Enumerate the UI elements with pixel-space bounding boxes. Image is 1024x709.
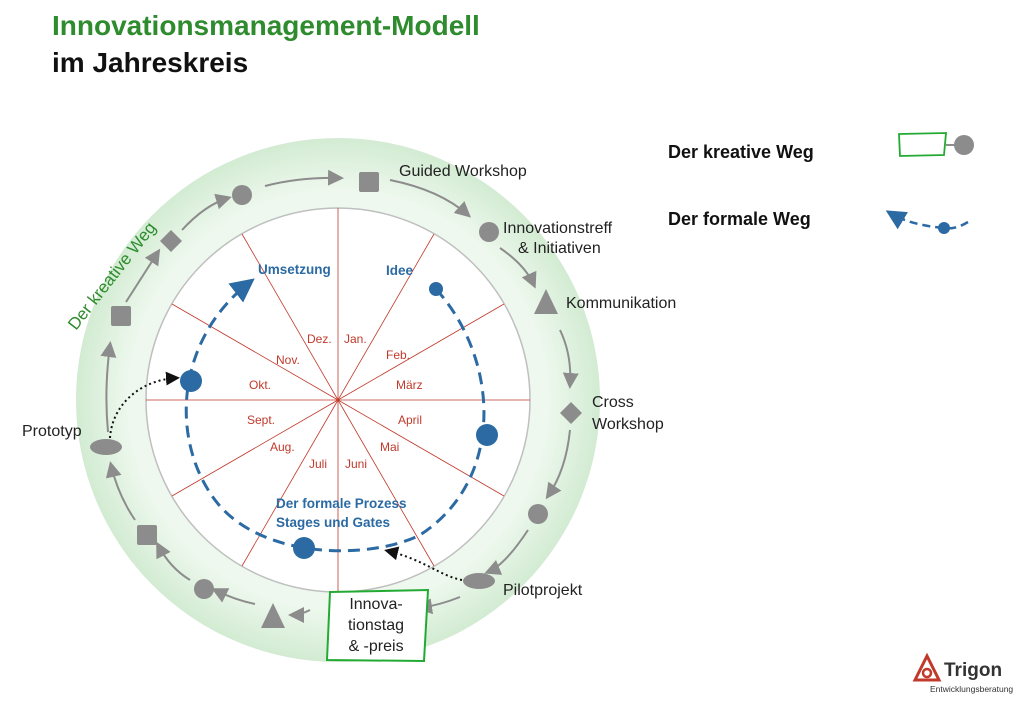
idee-label: Idee	[386, 263, 414, 278]
month-aug: Aug.	[270, 440, 295, 454]
month-dez: Dez.	[307, 332, 332, 346]
prototyp-ellipse	[90, 439, 122, 455]
month-maerz: März	[396, 378, 423, 392]
label-innovationstreff-2: & Initiativen	[518, 240, 601, 257]
pilotprojekt-to-formal-connector	[384, 546, 463, 581]
legend-formal-label: Der formale Weg	[668, 209, 811, 229]
month-mai: Mai	[380, 440, 399, 454]
label-prototyp: Prototyp	[22, 423, 82, 440]
formal-process-label-2: Stages und Gates	[276, 515, 390, 530]
legend-formal-path	[885, 210, 969, 230]
innovationstag-triangle	[261, 603, 285, 628]
creative-circle-right	[528, 504, 548, 524]
label-cross-1: Cross	[592, 394, 634, 411]
pilotprojekt-ellipse	[463, 573, 495, 589]
creative-square-bottom	[137, 525, 157, 545]
umsetzung-label: Umsetzung	[258, 262, 331, 277]
formal-gate-okt	[180, 370, 202, 392]
label-innovationstag-3: & -preis	[348, 638, 403, 655]
legend-formal-dot	[938, 222, 950, 234]
month-april: April	[398, 413, 422, 427]
logo-subtitle: Entwicklungsberatung	[930, 684, 1014, 694]
month-okt: Okt.	[249, 378, 271, 392]
label-guided-workshop: Guided Workshop	[399, 163, 527, 180]
legend: Der kreative Weg Der formale Weg	[668, 132, 974, 234]
legend-creative-box	[898, 132, 947, 157]
month-feb: Feb.	[386, 348, 410, 362]
logo-name: Trigon	[944, 660, 1003, 681]
label-innovationstag-2: tionstag	[348, 617, 404, 634]
page-title: Innovationsmanagement-Modell	[52, 10, 480, 41]
creative-square-left	[111, 306, 131, 326]
month-jan: Jan.	[344, 332, 367, 346]
innovationstreff-circle	[479, 222, 499, 242]
label-kommunikation: Kommunikation	[566, 295, 676, 312]
label-innovationstag-1: Innova-	[349, 596, 402, 613]
legend-creative-circle	[954, 135, 974, 155]
label-innovationstreff-1: Innovationstreff	[503, 220, 613, 237]
month-sept: Sept.	[247, 413, 275, 427]
kommunikation-triangle	[534, 289, 558, 314]
formal-process-label-1: Der formale Prozess	[276, 496, 407, 511]
cross-workshop-diamond	[560, 402, 582, 424]
formal-gate-april	[476, 424, 498, 446]
month-dividers	[146, 208, 530, 592]
formal-gate-idee	[429, 282, 443, 296]
trigon-logo-icon	[912, 652, 942, 682]
trigon-logo: Trigon Entwicklungsberatung	[912, 650, 1022, 700]
month-nov: Nov.	[276, 353, 300, 367]
creative-circle-bottom	[194, 579, 214, 599]
label-cross-2: Workshop	[592, 416, 664, 433]
formal-gate-juli	[293, 537, 315, 559]
creative-diamond-left	[160, 230, 182, 252]
label-pilotprojekt: Pilotprojekt	[503, 582, 583, 599]
month-juni: Juni	[345, 457, 367, 471]
legend-creative-label: Der kreative Weg	[668, 142, 814, 162]
prototyp-to-formal-connector	[109, 371, 180, 439]
creative-circle-top	[232, 185, 252, 205]
page-subtitle: im Jahreskreis	[52, 47, 249, 78]
month-juli: Juli	[309, 457, 327, 471]
guided-workshop-square	[359, 172, 379, 192]
innovationstag-highlight-box	[325, 588, 430, 663]
